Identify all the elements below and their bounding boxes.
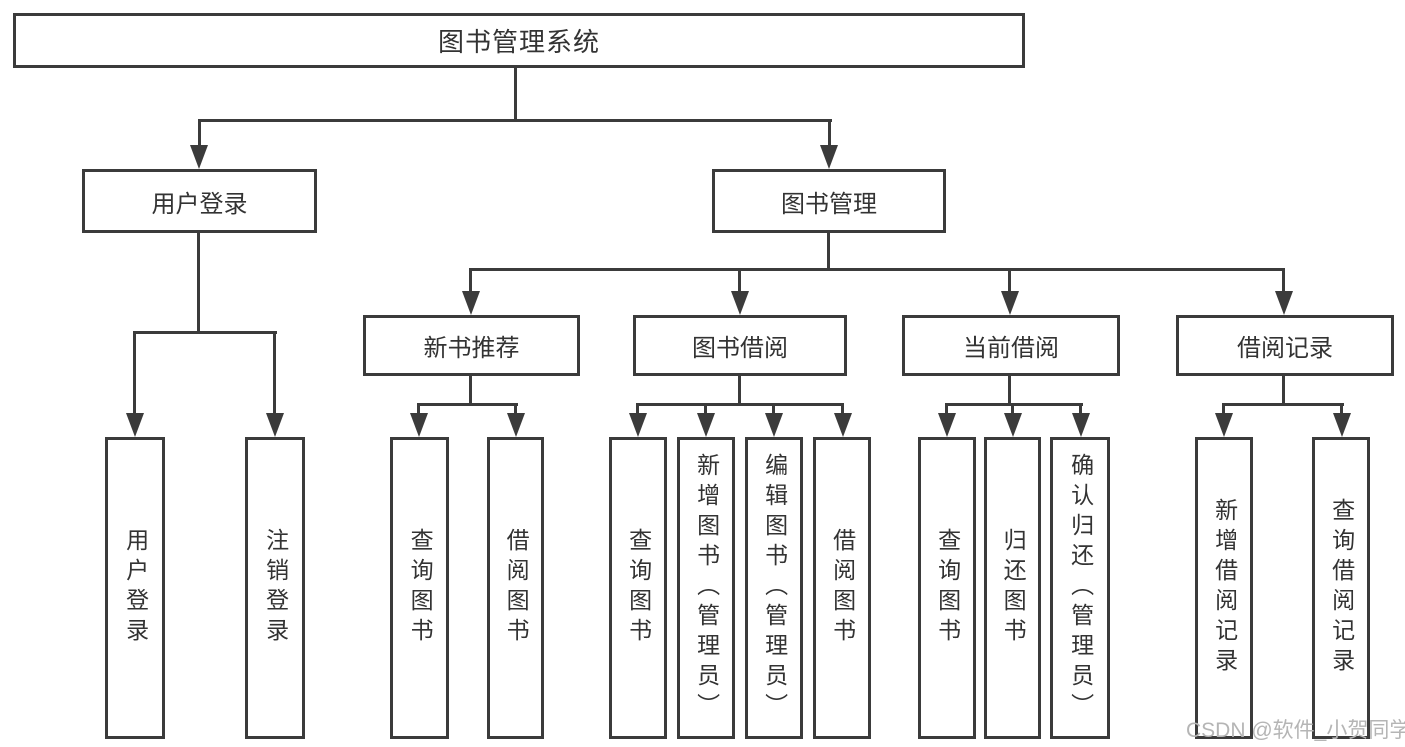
connector-line xyxy=(514,68,517,122)
connector-line xyxy=(197,233,200,334)
connector-line xyxy=(1282,376,1285,406)
arrow-down-icon xyxy=(629,413,647,437)
leaf-label: 借阅图书 xyxy=(829,528,856,648)
leaf-query-books-borrowing: 查询图书 xyxy=(609,437,667,739)
leaf-borrow-books-recommend: 借阅图书 xyxy=(487,437,544,739)
connector-line xyxy=(945,403,948,417)
arrow-down-icon xyxy=(820,145,838,169)
leaf-edit-books-admin: 编辑图书（管理员） xyxy=(745,437,803,739)
leaf-logout: 注销登录 xyxy=(245,437,305,739)
connector-line xyxy=(273,331,276,413)
arrow-down-icon xyxy=(1215,413,1233,437)
arrow-down-icon xyxy=(765,413,783,437)
arrow-down-icon xyxy=(1072,413,1090,437)
connector-line xyxy=(738,376,741,406)
arrow-down-icon xyxy=(1001,291,1019,315)
leaf-label: 查询借阅记录 xyxy=(1328,498,1355,678)
arrow-down-icon xyxy=(266,413,284,437)
arrow-down-icon xyxy=(697,413,715,437)
connector-line xyxy=(1222,403,1225,417)
connector-line xyxy=(841,403,844,417)
connector-line xyxy=(417,403,420,417)
connector-line xyxy=(945,403,1083,406)
connector-line xyxy=(198,119,201,148)
node-current-borrowing: 当前借阅 xyxy=(902,315,1120,376)
arrow-down-icon xyxy=(938,413,956,437)
connector-line xyxy=(514,403,517,417)
connector-line xyxy=(828,119,831,148)
watermark-text: CSDN @软件_小贺同学 xyxy=(1186,719,1405,742)
arrow-down-icon xyxy=(462,291,480,315)
node-user-login: 用户登录 xyxy=(82,169,317,233)
connector-line xyxy=(1079,403,1082,417)
leaf-label: 用户登录 xyxy=(122,528,149,648)
leaf-label: 新增借阅记录 xyxy=(1211,498,1238,678)
arrow-down-icon xyxy=(126,413,144,437)
arrow-down-icon xyxy=(190,145,208,169)
leaf-label: 查询图书 xyxy=(625,528,652,648)
node-label: 图书管理系统 xyxy=(437,27,600,57)
connector-line xyxy=(1340,403,1343,417)
arrow-down-icon xyxy=(1275,291,1293,315)
leaf-label: 编辑图书（管理员） xyxy=(761,453,788,723)
connector-line xyxy=(133,331,136,413)
node-label: 借阅记录 xyxy=(1237,335,1333,362)
leaf-return-books: 归还图书 xyxy=(984,437,1041,739)
connector-line xyxy=(1008,268,1011,291)
connector-line xyxy=(1222,403,1344,406)
leaf-confirm-return-admin: 确认归还（管理员） xyxy=(1050,437,1110,739)
node-label: 新书推荐 xyxy=(423,335,520,362)
arrow-down-icon xyxy=(507,413,525,437)
connector-line xyxy=(636,403,639,417)
arrow-down-icon xyxy=(731,291,749,315)
node-library-management-system: 图书管理系统 xyxy=(13,13,1025,68)
connector-line xyxy=(198,119,832,122)
arrow-down-icon xyxy=(410,413,428,437)
leaf-label: 注销登录 xyxy=(262,528,289,648)
node-new-book-recommendation: 新书推荐 xyxy=(363,315,580,376)
connector-line xyxy=(469,268,1285,271)
leaf-label: 确认归还（管理员） xyxy=(1067,453,1094,723)
connector-line xyxy=(469,268,472,291)
node-book-borrowing: 图书借阅 xyxy=(633,315,847,376)
leaf-query-books-recommend: 查询图书 xyxy=(390,437,449,739)
connector-line xyxy=(827,233,830,271)
node-label: 当前借阅 xyxy=(963,335,1059,362)
node-label: 图书管理 xyxy=(781,190,877,218)
connector-line xyxy=(133,331,277,334)
connector-line xyxy=(1282,268,1285,291)
leaf-label: 查询图书 xyxy=(934,528,961,648)
leaf-query-borrow-record: 查询借阅记录 xyxy=(1312,437,1370,739)
node-label: 图书借阅 xyxy=(692,335,788,362)
leaf-borrow-books-borrowing: 借阅图书 xyxy=(813,437,871,739)
connector-line xyxy=(772,403,775,417)
arrow-down-icon xyxy=(1333,413,1351,437)
connector-line xyxy=(417,403,518,406)
arrow-down-icon xyxy=(834,413,852,437)
connector-line xyxy=(469,376,472,406)
leaf-label: 借阅图书 xyxy=(503,528,530,648)
leaf-query-books-current: 查询图书 xyxy=(918,437,976,739)
connector-line xyxy=(1011,403,1014,417)
node-book-management: 图书管理 xyxy=(712,169,946,233)
leaf-user-login: 用户登录 xyxy=(105,437,165,739)
connector-line xyxy=(1008,376,1011,406)
connector-line xyxy=(704,403,707,417)
leaf-label: 归还图书 xyxy=(1000,528,1027,648)
leaf-add-borrow-record: 新增借阅记录 xyxy=(1195,437,1253,739)
leaf-label: 新增图书（管理员） xyxy=(693,453,720,723)
node-label: 用户登录 xyxy=(151,190,248,218)
leaf-add-books-admin: 新增图书（管理员） xyxy=(677,437,735,739)
node-borrowing-records: 借阅记录 xyxy=(1176,315,1394,376)
connector-line xyxy=(738,268,741,291)
arrow-down-icon xyxy=(1004,413,1022,437)
connector-line xyxy=(636,403,844,406)
leaf-label: 查询图书 xyxy=(407,528,434,648)
